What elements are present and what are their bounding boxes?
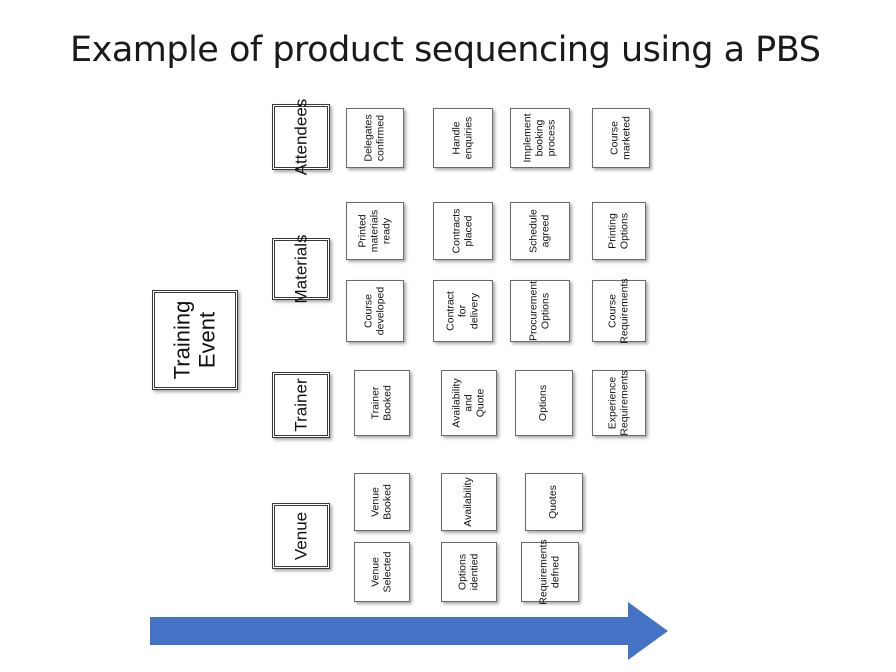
venue-booked-item: Venue Booked: [354, 473, 410, 531]
quotes-item: Quotes: [525, 473, 583, 531]
options-identified-item: Options identied: [441, 542, 497, 602]
venue-availability-label: Availability: [462, 477, 475, 527]
contract-delivery-item: Contract for delivery: [433, 280, 493, 342]
requirements-defined-label: Requirements defned: [537, 539, 561, 605]
training-event-label: Training Event: [169, 300, 220, 380]
training-event-node: Training Event: [152, 290, 238, 390]
printed-materials-label: Printed materials ready: [356, 209, 392, 253]
contracts-placed-label: Contracts placed: [450, 208, 474, 254]
experience-requirements-item: Experience Requirements: [592, 370, 646, 436]
venue-availability-item: Availability: [441, 473, 497, 531]
venue-selected-label: Venue Selected: [369, 551, 393, 593]
schedule-agreed-label: Schedule agreed: [527, 209, 551, 253]
trainer-label: Trainer: [291, 378, 311, 432]
delegates-confirmed-label: Delegates confirmed: [362, 114, 386, 162]
venue-booked-label: Venue Booked: [369, 484, 393, 520]
availability-quote-label: Availability and Quote: [450, 378, 486, 428]
contracts-placed-item: Contracts placed: [433, 202, 493, 260]
procurement-options-label: Procurement Options: [527, 280, 551, 342]
venue-selected-item: Venue Selected: [354, 542, 410, 602]
implement-booking-item: Implement booking process: [510, 108, 570, 168]
venue-node: Venue: [272, 503, 330, 569]
course-marketed-item: Course marketed: [592, 108, 650, 168]
sequence-arrow: [150, 602, 668, 660]
schedule-agreed-item: Schedule agreed: [510, 202, 570, 260]
availability-quote-item: Availability and Quote: [441, 370, 497, 436]
venue-label: Venue: [291, 511, 311, 561]
handle-enquiries-item: Handle enquiries: [433, 108, 493, 168]
attendees-label: Attendees: [291, 98, 311, 176]
trainer-node: Trainer: [272, 372, 330, 438]
printing-options-item: Printing Options: [592, 202, 646, 260]
trainer-booked-item: Trainer Booked: [354, 370, 410, 436]
implement-booking-label: Implement booking process: [521, 113, 557, 163]
handle-enquiries-label: Handle enquiries: [450, 116, 474, 160]
materials-node: Materials: [272, 235, 330, 303]
course-requirements-label: Course Requirements: [606, 278, 630, 344]
trainer-options-item: Options: [515, 370, 573, 436]
sequence-arrow-shape: [150, 602, 668, 660]
requirements-defined-item: Requirements defned: [521, 539, 579, 605]
quotes-label: Quotes: [547, 485, 560, 519]
page-title: Example of product sequencing using a PB…: [70, 30, 821, 70]
course-developed-label: Course developed: [362, 286, 386, 336]
printed-materials-item: Printed materials ready: [346, 202, 404, 260]
experience-requirements-label: Experience Requirements: [606, 370, 630, 436]
materials-label: Materials: [291, 234, 311, 304]
procurement-options-item: Procurement Options: [510, 280, 570, 342]
trainer-booked-label: Trainer Booked: [369, 385, 393, 421]
contract-delivery-label: Contract for delivery: [444, 291, 480, 331]
printing-options-label: Printing Options: [606, 212, 630, 250]
course-requirements-item: Course Requirements: [592, 278, 646, 344]
options-identified-label: Options identied: [456, 553, 480, 591]
delegates-confirmed-item: Delegates confirmed: [346, 108, 404, 168]
attendees-node: Attendees: [272, 99, 330, 175]
course-marketed-label: Course marketed: [608, 116, 632, 160]
trainer-options-label: Options: [537, 384, 550, 422]
course-developed-item: Course developed: [346, 280, 404, 342]
